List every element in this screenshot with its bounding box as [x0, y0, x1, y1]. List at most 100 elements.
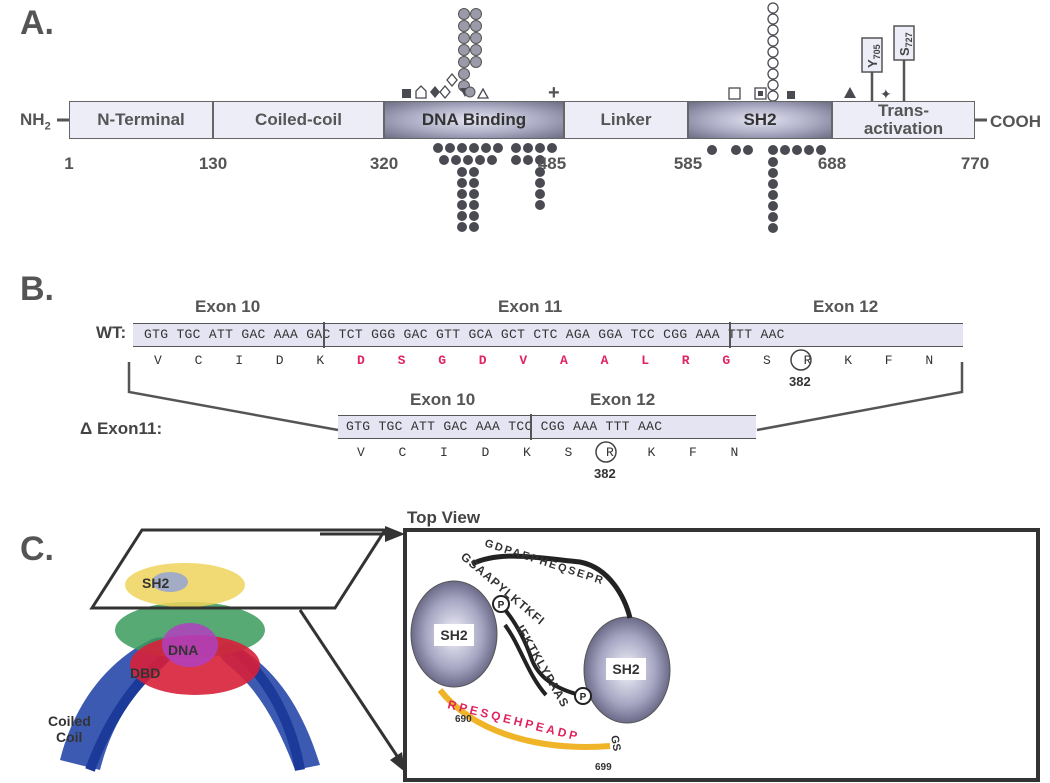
mutation-marker [469, 143, 479, 153]
wt-label: WT: [96, 323, 127, 342]
wt-aa-5: D [357, 353, 365, 368]
wt-exon-10: Exon 10 [195, 297, 261, 316]
site-y705: Y705 [865, 44, 882, 68]
panel-c-label: C. [20, 530, 54, 568]
mutation-marker [535, 143, 545, 153]
tick-585: 585 [673, 154, 703, 173]
mutation-marker [767, 90, 779, 102]
mutation-marker [731, 145, 741, 155]
tick-130: 130 [198, 154, 228, 173]
panel-b-label: B. [20, 270, 54, 308]
crystal-structure [60, 563, 320, 772]
mutation-marker [768, 179, 778, 189]
tick-320: 320 [369, 154, 399, 173]
wt-exon-divider-10-11 [323, 322, 325, 348]
mutation-marker [446, 72, 458, 88]
wt-aa-17: K [844, 353, 852, 368]
mutation-marker [439, 84, 451, 100]
mutation-marker [768, 223, 778, 233]
delta-label: Δ Exon11: [80, 419, 163, 438]
delta-aa-6: R [606, 445, 614, 460]
plus-marker: + [548, 82, 560, 104]
delta-exon-12: Exon 12 [590, 390, 656, 409]
wt-aa-16: R [803, 353, 812, 368]
mutation-marker [458, 20, 470, 32]
wt-aa-18: F [884, 353, 893, 368]
mutation-marker [457, 167, 467, 177]
mutation-marker [780, 145, 790, 155]
wt-aa-12: L [641, 353, 649, 368]
mutation-marker [768, 212, 778, 222]
mutation-marker [743, 145, 753, 155]
mutation-marker [463, 155, 473, 165]
wt-exon-divider-11-12 [729, 322, 731, 348]
mutation-marker [816, 145, 826, 155]
tail-end-text: GS [608, 734, 623, 752]
wt-aa-4: K [316, 353, 325, 368]
mutation-marker [535, 178, 545, 188]
domain-coiled-coil: Coiled-coil [213, 101, 384, 139]
mutation-marker [535, 189, 545, 199]
wt-aa-9: V [519, 353, 528, 368]
mutation-marker [469, 178, 479, 188]
mutation-marker [451, 155, 461, 165]
mutation-marker [523, 143, 533, 153]
mutation-marker [458, 56, 470, 68]
mutation-marker [439, 155, 449, 165]
mutation-marker [445, 143, 455, 153]
mutation-marker [547, 143, 557, 153]
mutation-marker [469, 222, 479, 232]
mutation-marker [415, 85, 427, 99]
tick-485: 485 [537, 154, 567, 173]
mutation-marker [767, 57, 779, 69]
panel-a-markers: ✦ Y705 S727 + [57, 2, 987, 233]
mutation-marker [535, 200, 545, 210]
mutation-marker [768, 157, 778, 167]
wt-aa-10: A [560, 353, 568, 368]
mutation-marker [535, 155, 545, 165]
mutation-marker [511, 143, 521, 153]
mutation-marker [457, 189, 467, 199]
mutation-marker [475, 155, 485, 165]
mutation-marker [469, 189, 479, 199]
wt-aa-13: R [681, 353, 690, 368]
delta-aa-7: K [647, 445, 656, 460]
mutation-marker [457, 143, 467, 153]
wt-sequence-bar [133, 323, 963, 347]
mutation-marker [728, 87, 741, 100]
wt-aa-0: V [154, 353, 162, 368]
delta-aa-0: V [357, 445, 365, 460]
mutation-marker [430, 86, 440, 98]
wt-exon-12: Exon 12 [813, 297, 879, 316]
wt-nucleotides: GTG TGC ATT GAC AAA GAC TCT GGG GAC GTT … [144, 327, 785, 342]
tick-1: 1 [64, 154, 74, 173]
delta-residue-382: 382 [594, 466, 616, 481]
sh2-left-label: SH2 [440, 627, 467, 643]
svg-text:P: P [498, 600, 505, 611]
mutation-marker [523, 155, 533, 165]
mutation-marker [469, 211, 479, 221]
wt-exon-11: Exon 11 [498, 297, 563, 316]
mutation-marker [470, 8, 482, 20]
res-699: 699 [595, 762, 612, 773]
wt-aa-14: G [722, 353, 731, 368]
mutation-marker [768, 190, 778, 200]
wt-aa-7: G [438, 353, 446, 368]
delta-exon-divider [530, 414, 532, 440]
mutation-marker [469, 200, 479, 210]
mutation-marker [458, 68, 470, 80]
panel-c-figure: SH2 SH2 P P GSAAPYLKTKFI GDPAEPHEQSEPR I… [48, 526, 1040, 782]
mutation-marker [707, 145, 717, 155]
mutation-marker [457, 200, 467, 210]
mutation-marker [844, 87, 856, 98]
sh2-right-label: SH2 [612, 661, 639, 677]
wt-aa-2: I [235, 353, 243, 368]
mutation-marker [792, 145, 802, 155]
wt-residue-382: 382 [789, 374, 811, 389]
mutation-marker [768, 201, 778, 211]
mutation-marker [458, 44, 470, 56]
mutation-marker [487, 155, 497, 165]
tick-688: 688 [817, 154, 847, 173]
wt-aa-15: S [763, 353, 771, 368]
